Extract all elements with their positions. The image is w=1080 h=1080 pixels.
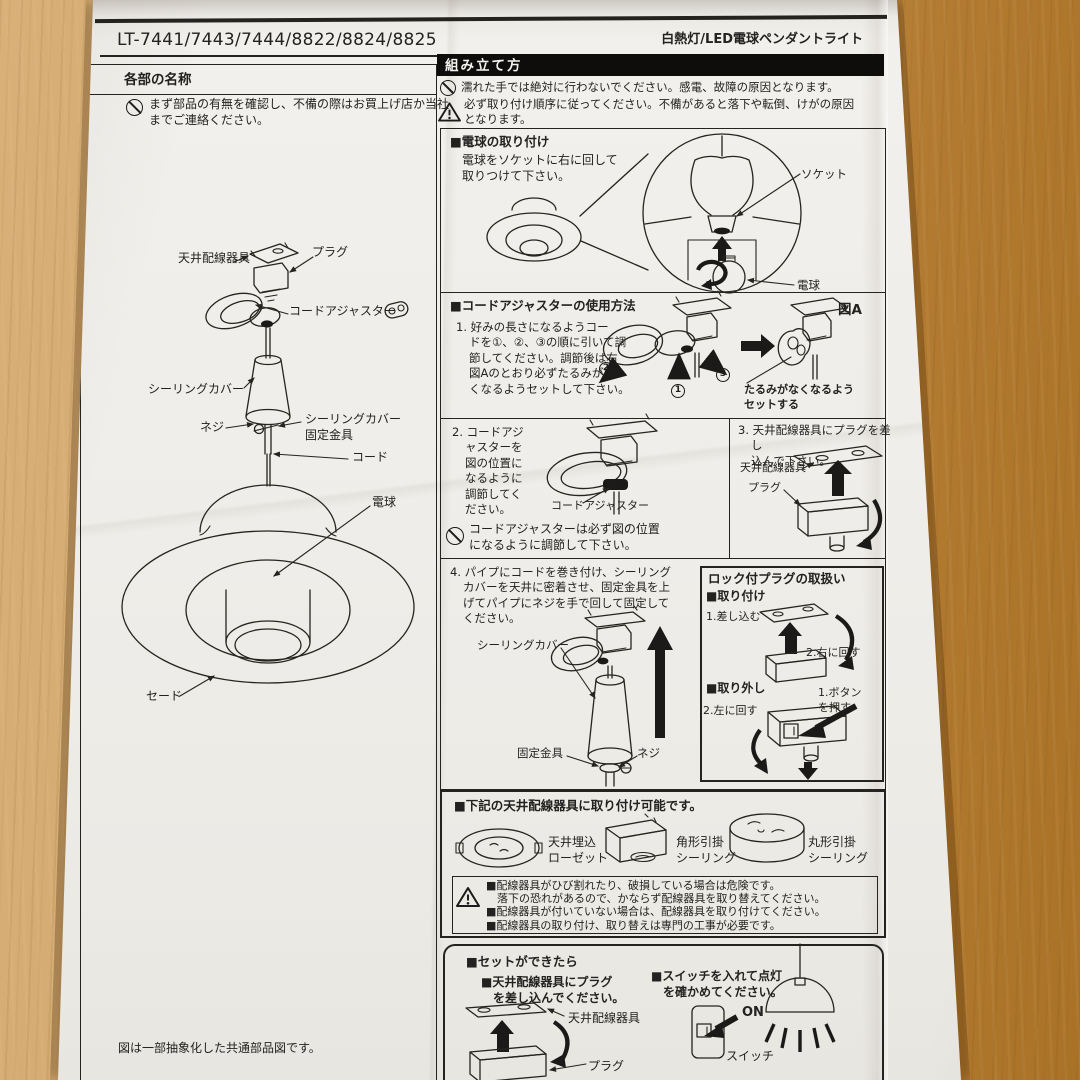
step4-diagram bbox=[550, 605, 673, 787]
label-square-ceiling: 角形引掛 シーリング bbox=[676, 835, 737, 866]
parts-diagram bbox=[121, 242, 415, 697]
assembly-title-bar: 組み立て方 bbox=[437, 54, 884, 76]
circled-number-1: 1 bbox=[671, 384, 685, 398]
step3-diagram bbox=[783, 445, 883, 552]
bulb-section-body: 電球をソケットに右に回して 取りつけて下さい。 bbox=[462, 153, 618, 184]
label-cord-adjuster-2: コードアジャスター bbox=[551, 499, 650, 512]
step2-diagram bbox=[546, 413, 658, 515]
step3-text: 3. 天井配線器具にプラグを差し 込んで下さい。 bbox=[738, 423, 891, 468]
square-ceiling-icon bbox=[605, 813, 667, 863]
parts-panel bbox=[80, 64, 437, 1080]
parts-footnote: 図は一部抽象化した共通部品図です。 bbox=[118, 1041, 321, 1055]
label-ceiling-fixture: 天井配線器具 bbox=[177, 251, 250, 265]
adjuster-position-warning: コードアジャスターは必ず図の位置 になるように調節して下さい。 bbox=[469, 522, 660, 553]
prohibition-icon bbox=[126, 99, 143, 116]
done-switch-step: ■スイッチを入れて点灯 を確かめてください。 bbox=[651, 969, 783, 1000]
section-rule bbox=[440, 418, 886, 420]
step4-text: 4. パイプにコードを巻き付け、シーリング カバーを天井に密着させ、固定金具を上… bbox=[450, 565, 672, 626]
adjuster-usage-diagram bbox=[598, 290, 848, 384]
fixture-warning-box bbox=[452, 876, 878, 934]
header-underline bbox=[100, 55, 438, 57]
parts-check-note: まず部品の有無を確認し、不備の際はお買上げ店か当社 までご連絡ください。 bbox=[149, 97, 450, 128]
set-complete-box bbox=[443, 944, 884, 1080]
lock-box-title: ロック付プラグの取扱い bbox=[708, 571, 846, 586]
sheet-fold-rule bbox=[94, 14, 888, 24]
done-title: ■セットができたら bbox=[466, 954, 578, 969]
label-screw: ネジ bbox=[199, 420, 224, 434]
label-ceiling-cover-2: シーリングカバー bbox=[477, 638, 569, 652]
section-rule bbox=[440, 558, 886, 560]
bulb-section-title: ■電球の取り付け bbox=[450, 134, 550, 149]
label-shade: セード bbox=[146, 689, 183, 703]
fixture-warning-text: ■配線器具がひび割れたり、破損している場合は危険です。 落下の恐れがあるので、か… bbox=[486, 879, 826, 932]
assembly-steps-panel bbox=[440, 128, 886, 790]
warning-follow-order: 必ず取り付け順序に従ってください。不備があると落下や転倒、けがの原因 となります… bbox=[464, 97, 855, 127]
label-ceiling-cover: シーリングカバー bbox=[148, 382, 245, 396]
adjuster-step1: 1. 好みの長さになるようコー ドを①、②、③の順に引いて調 節してください。調… bbox=[456, 320, 630, 396]
lock-detach-step1: 1.ボタン を押す bbox=[818, 686, 862, 714]
warning-wet-hands: 濡れた手では絶対に行わないでください。感電、故障の原因となります。 bbox=[461, 80, 839, 94]
label-plug-2: プラグ bbox=[748, 481, 781, 494]
circled-number-3: 3 bbox=[716, 368, 730, 382]
label-ceiling-fixture-3: 天井配線器具 bbox=[568, 1011, 641, 1025]
section-divider bbox=[729, 418, 731, 558]
prohibition-icon bbox=[440, 80, 456, 96]
lock-detach-title: ■取り外し bbox=[706, 681, 766, 695]
parts-title: 各部の名称 bbox=[124, 72, 192, 88]
label-cord: コード bbox=[352, 450, 389, 464]
model-numbers: LT-7441/7443/7444/8822/8824/8825 bbox=[117, 30, 437, 50]
lock-attach-title: ■取り付け bbox=[706, 589, 766, 603]
label-switch: スイッチ bbox=[726, 1049, 775, 1063]
label-cord-adjuster: コードアジャスター bbox=[289, 304, 396, 318]
prohibition-icon bbox=[446, 527, 464, 545]
lock-detach-step2: 2.左に回す bbox=[703, 704, 758, 717]
lock-detach-diagram bbox=[751, 703, 858, 780]
done-plug-step: ■天井配線器具にプラグ を差し込んでください。 bbox=[481, 975, 625, 1006]
cord-adjuster-icon bbox=[384, 301, 409, 319]
figure-a-label: 図A bbox=[838, 302, 862, 318]
circled-number-2: 2 bbox=[599, 362, 613, 376]
switch-lamp-diagram bbox=[691, 943, 836, 1059]
compat-title: ■下記の天井配線器具に取り付け可能です。 bbox=[454, 798, 703, 813]
product-title: 白熱灯/LED電球ペンダントライト bbox=[661, 32, 863, 47]
figure-a-caption: たるみがなくなるよう セットする bbox=[744, 383, 854, 411]
label-round-ceiling: 丸形引掛 シーリング bbox=[808, 835, 869, 866]
adjuster-section-title: ■コードアジャスターの使用方法 bbox=[450, 298, 636, 313]
assembly-title: 組み立て方 bbox=[445, 58, 523, 74]
label-rosette: 天井埋込 ローゼット bbox=[548, 835, 609, 866]
label-plug-3: プラグ bbox=[588, 1059, 625, 1073]
label-ceiling-fixture-2: 天井配線器具 bbox=[740, 461, 806, 474]
lock-attach-step1: 1.差し込む bbox=[706, 610, 761, 623]
compatible-fixtures-box bbox=[440, 790, 886, 938]
rosette-icon bbox=[455, 828, 543, 868]
paper-crease bbox=[90, 0, 900, 16]
warning-triangle-icon bbox=[456, 887, 480, 907]
label-screw-2: ネジ bbox=[637, 746, 660, 760]
warning-triangle-icon bbox=[438, 102, 461, 122]
section-rule bbox=[440, 292, 886, 294]
label-cover-bracket: シーリングカバー 固定金具 bbox=[305, 412, 402, 443]
lock-attach-step2: 2.右に回す bbox=[806, 646, 861, 659]
parts-title-underline bbox=[81, 94, 436, 96]
label-plug: プラグ bbox=[312, 245, 349, 259]
lock-attach-diagram bbox=[759, 603, 855, 683]
done-plug-diagram bbox=[465, 1002, 587, 1080]
label-socket: ソケット bbox=[801, 167, 847, 181]
bulb-install-diagram bbox=[486, 133, 802, 294]
lock-plug-box bbox=[700, 566, 884, 782]
step2-text: 2. コードアジ ャスターを 図の位置に なるように 調節してく ださい。 bbox=[452, 425, 524, 517]
label-bracket-2: 固定金具 bbox=[517, 746, 563, 760]
label-on: ON bbox=[742, 1005, 764, 1020]
label-bulb: 電球 bbox=[372, 495, 397, 509]
round-ceiling-icon bbox=[729, 813, 805, 863]
label-bulb-2: 電球 bbox=[797, 278, 820, 292]
